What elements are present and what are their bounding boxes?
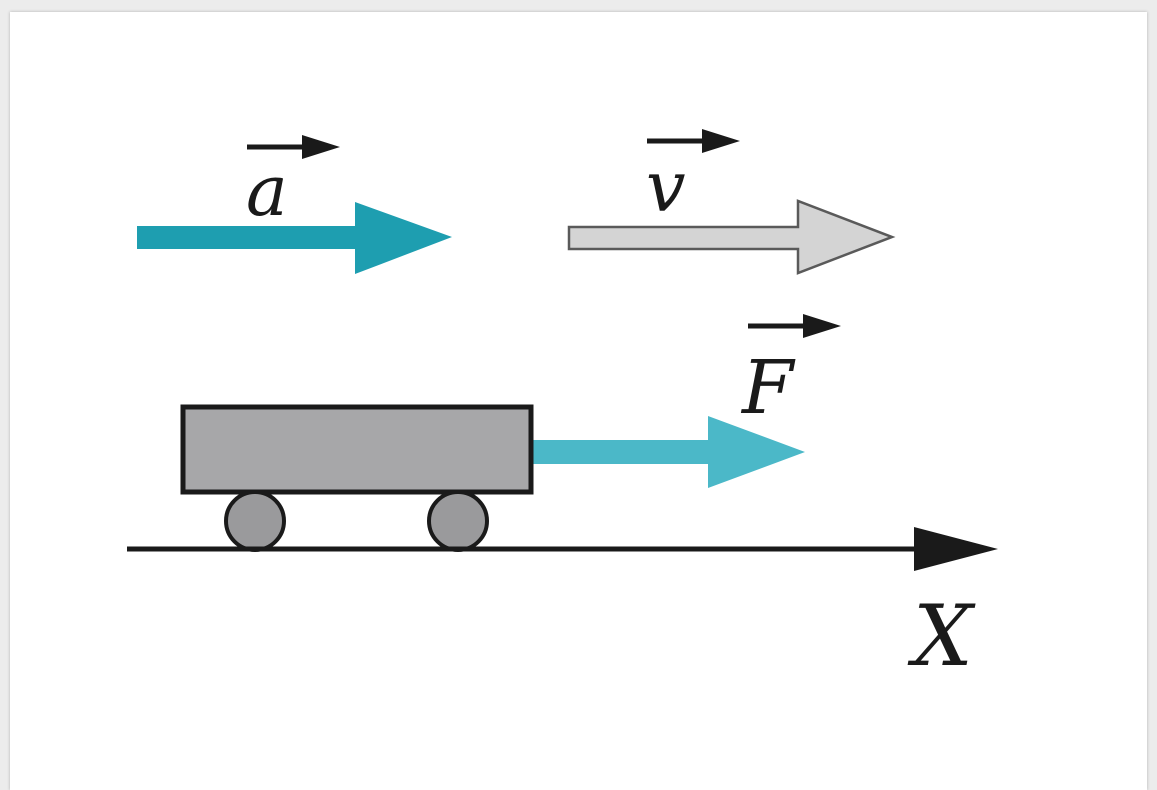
acceleration-overarrow [247, 135, 340, 159]
velocity-vector: v [567, 129, 896, 275]
force-arrow [532, 416, 805, 488]
force-overarrow [748, 314, 841, 338]
x-axis-label: X [907, 587, 976, 685]
force-vector: F [532, 314, 841, 488]
cart [180, 404, 534, 552]
cart-wheel-left [224, 490, 286, 552]
velocity-overarrow [647, 129, 740, 153]
acceleration-arrow [137, 202, 452, 274]
cart-body [180, 404, 534, 495]
velocity-label: v [646, 146, 686, 228]
velocity-arrow [567, 199, 896, 275]
cart-wheel-right [427, 490, 489, 552]
force-label: F [740, 345, 796, 431]
acceleration-vector: a [137, 135, 452, 274]
x-axis: X [127, 527, 998, 685]
x-axis-arrowhead [914, 527, 998, 571]
diagram-frame [10, 12, 1147, 790]
acceleration-label: a [246, 150, 288, 232]
